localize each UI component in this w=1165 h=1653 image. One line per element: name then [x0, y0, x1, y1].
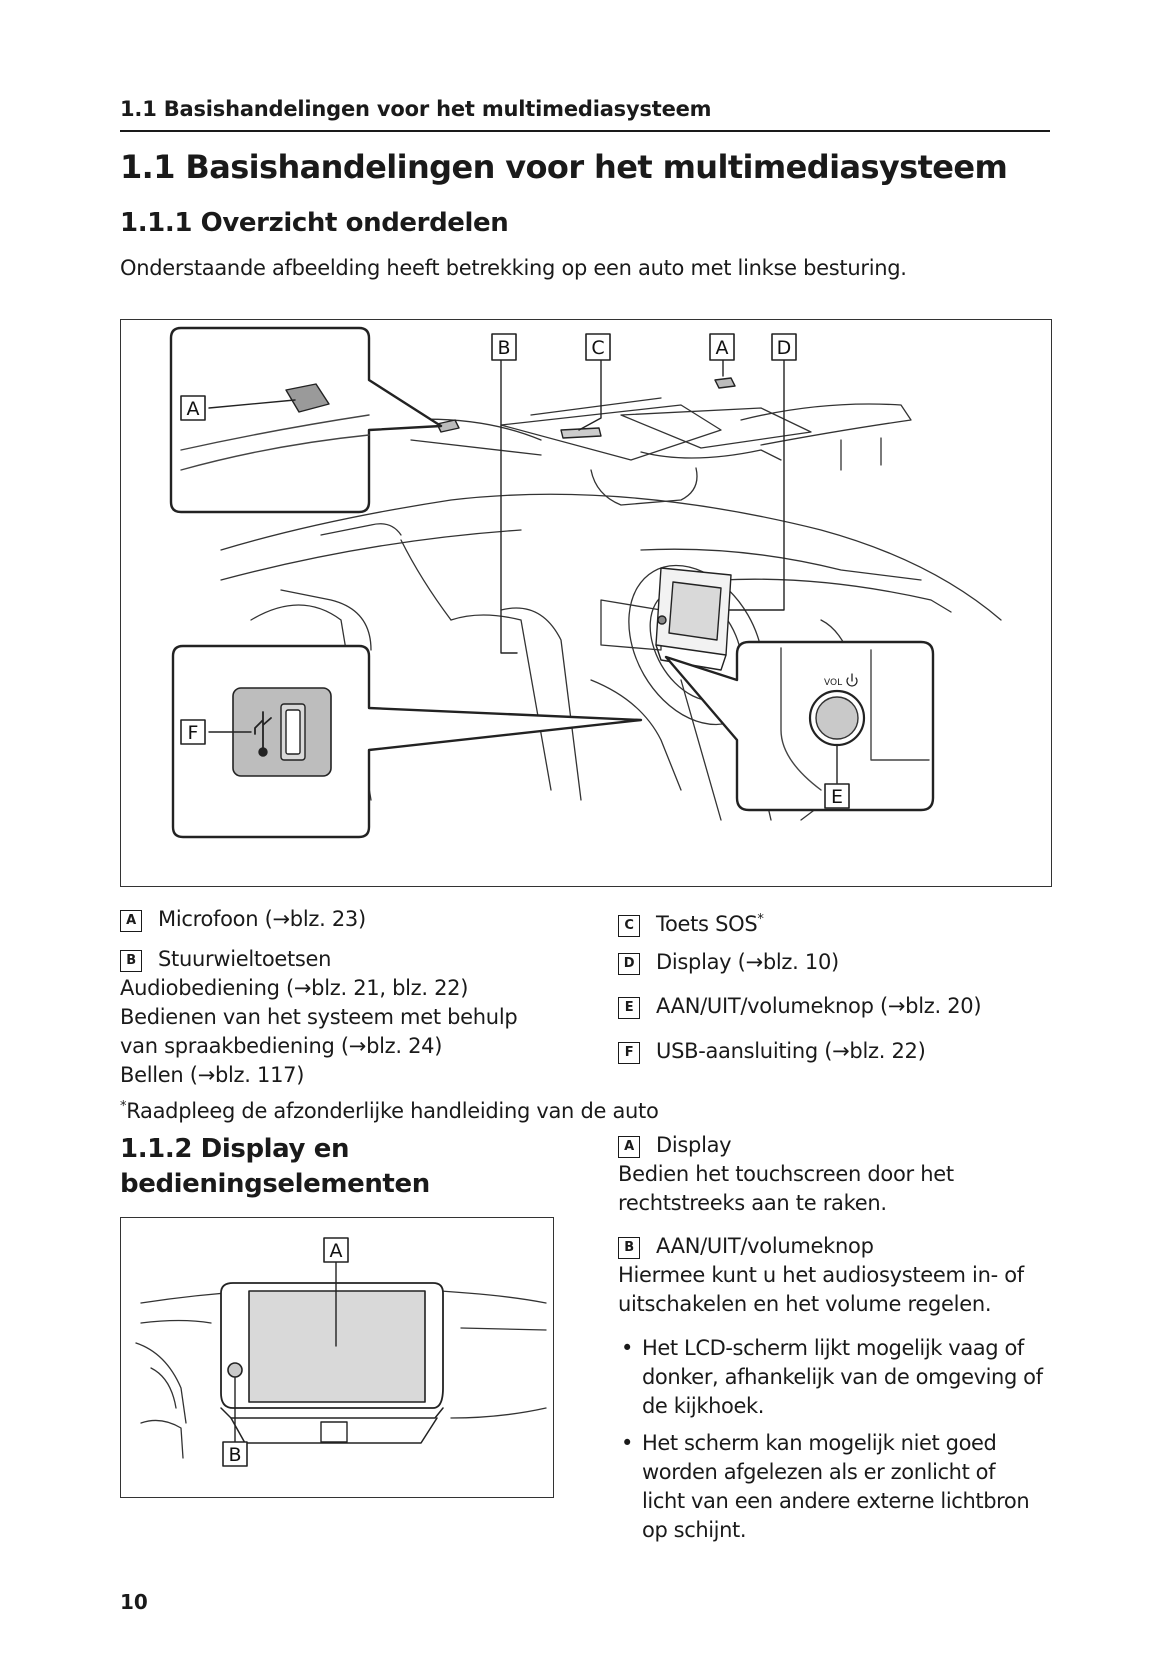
- section-heading-overview: 1.1.1 Overzicht onderdelen: [120, 208, 509, 238]
- b-detail-line: Bellen (→blz. 117): [120, 1063, 305, 1087]
- note-item: Het scherm kan mogelijk niet goed worden…: [618, 1429, 1058, 1545]
- legend-text-b: Stuurwieltoetsen: [158, 947, 332, 971]
- fig1-label-b: B: [497, 337, 510, 359]
- footnote-text: Raadpleeg de afzonderlijke handleiding v…: [126, 1099, 659, 1123]
- display-unit: [655, 567, 732, 671]
- page-title: 1.1 Basishandelingen voor het multimedia…: [120, 148, 1008, 186]
- inset-microphone: A: [169, 326, 443, 514]
- note-line: de kijkhoek.: [642, 1394, 765, 1418]
- fig1-label-c: C: [591, 337, 604, 359]
- notes-list: Het LCD-scherm lijkt mogelijk vaag of do…: [618, 1334, 1058, 1553]
- section-heading-line: bedieningselementen: [120, 1169, 430, 1199]
- page-number: 10: [120, 1590, 148, 1614]
- legend-label-d: D: [618, 953, 640, 975]
- legend-item-f: F USB-aansluiting (→blz. 22): [618, 1037, 926, 1066]
- item-title-a: Display: [656, 1133, 732, 1157]
- item-desc-line: Bedien het touchscreen door het: [618, 1162, 954, 1186]
- inset-volume-knob: VOL E: [664, 640, 935, 812]
- item-label-b: B: [618, 1237, 640, 1259]
- footnote: *Raadpleeg de afzonderlijke handleiding …: [120, 1092, 659, 1126]
- note-item: Het LCD-scherm lijkt mogelijk vaag of do…: [618, 1334, 1058, 1421]
- fig1-label-f: F: [188, 722, 199, 744]
- item-title-b: AAN/UIT/volumeknop: [656, 1234, 874, 1258]
- legend-label-f: F: [618, 1042, 640, 1064]
- note-line: op schijnt.: [642, 1518, 747, 1542]
- legend-text-c: Toets SOS: [656, 912, 758, 936]
- running-head: 1.1 Basishandelingen voor het multimedia…: [120, 97, 712, 121]
- section-heading-display: 1.1.2 Display en bedieningselementen: [120, 1132, 430, 1202]
- section-heading-line: 1.1.2 Display en: [120, 1134, 350, 1164]
- volume-knob: [227, 1362, 243, 1378]
- note-line: licht van een andere externe lichtbron: [642, 1489, 1030, 1513]
- fig1-label-a-top: A: [716, 337, 729, 359]
- legend-item-d: D Display (→blz. 10): [618, 948, 839, 977]
- inset-usb: F: [171, 644, 643, 839]
- fig2-label-a: A: [330, 1240, 343, 1262]
- display-item-a: A Display Bedien het touchscreen door het…: [618, 1131, 954, 1218]
- legend-b-details: Audiobediening (→blz. 21, blz. 22) Bedie…: [120, 974, 518, 1090]
- legend-text-f: USB-aansluiting (→blz. 22): [656, 1039, 926, 1063]
- power-icon: [846, 673, 858, 687]
- legend-item-c: C Toets SOS*: [618, 905, 764, 939]
- intro-text: Onderstaande afbeelding heeft betrekking…: [120, 256, 907, 280]
- legend-label-a: A: [120, 910, 142, 932]
- fig1-label-e: E: [831, 786, 843, 808]
- item-desc-line: Hiermee kunt u het audiosysteem in- of: [618, 1263, 1024, 1287]
- item-desc-line: uitschakelen en het volume regelen.: [618, 1292, 992, 1316]
- b-detail-line: Audiobediening (→blz. 21, blz. 22): [120, 976, 469, 1000]
- legend-item-a: A Microfoon (→blz. 23): [120, 905, 366, 934]
- display-figure: A B: [120, 1217, 554, 1498]
- legend-label-c: C: [618, 915, 640, 937]
- b-detail-line: van spraakbediening (→blz. 24): [120, 1034, 443, 1058]
- note-line: Het LCD-scherm lijkt mogelijk vaag of: [642, 1336, 1024, 1360]
- cockpit-overview-figure: A F VOL E: [120, 319, 1052, 887]
- fig1-label-d: D: [777, 337, 792, 359]
- sos-footnote-mark: *: [757, 912, 764, 927]
- header-rule: [120, 130, 1050, 132]
- display-screen: [248, 1290, 426, 1403]
- legend-label-e: E: [618, 997, 640, 1019]
- legend-item-e: E AAN/UIT/volumeknop (→blz. 20): [618, 992, 982, 1021]
- item-label-a: A: [618, 1136, 640, 1158]
- item-desc-line: rechtstreeks aan te raken.: [618, 1191, 887, 1215]
- legend-text-d: Display (→blz. 10): [656, 950, 839, 974]
- fig2-label-b: B: [228, 1444, 241, 1466]
- fig1-label-a-inset: A: [187, 398, 200, 420]
- display-item-b: B AAN/UIT/volumeknop Hiermee kunt u het a…: [618, 1232, 1024, 1319]
- note-line: donker, afhankelijk van de omgeving of: [642, 1365, 1043, 1389]
- b-detail-line: Bedienen van het systeem met behulp: [120, 1005, 518, 1029]
- vol-label: VOL: [824, 678, 842, 688]
- legend-text-e: AAN/UIT/volumeknop (→blz. 20): [656, 994, 982, 1018]
- legend-item-b: B Stuurwieltoetsen: [120, 945, 331, 974]
- legend-text-a: Microfoon (→blz. 23): [158, 907, 366, 931]
- note-line: Het scherm kan mogelijk niet goed: [642, 1431, 997, 1455]
- note-line: worden afgelezen als er zonlicht of: [642, 1460, 996, 1484]
- footnote-mark: *: [120, 1099, 127, 1114]
- legend-label-b: B: [120, 950, 142, 972]
